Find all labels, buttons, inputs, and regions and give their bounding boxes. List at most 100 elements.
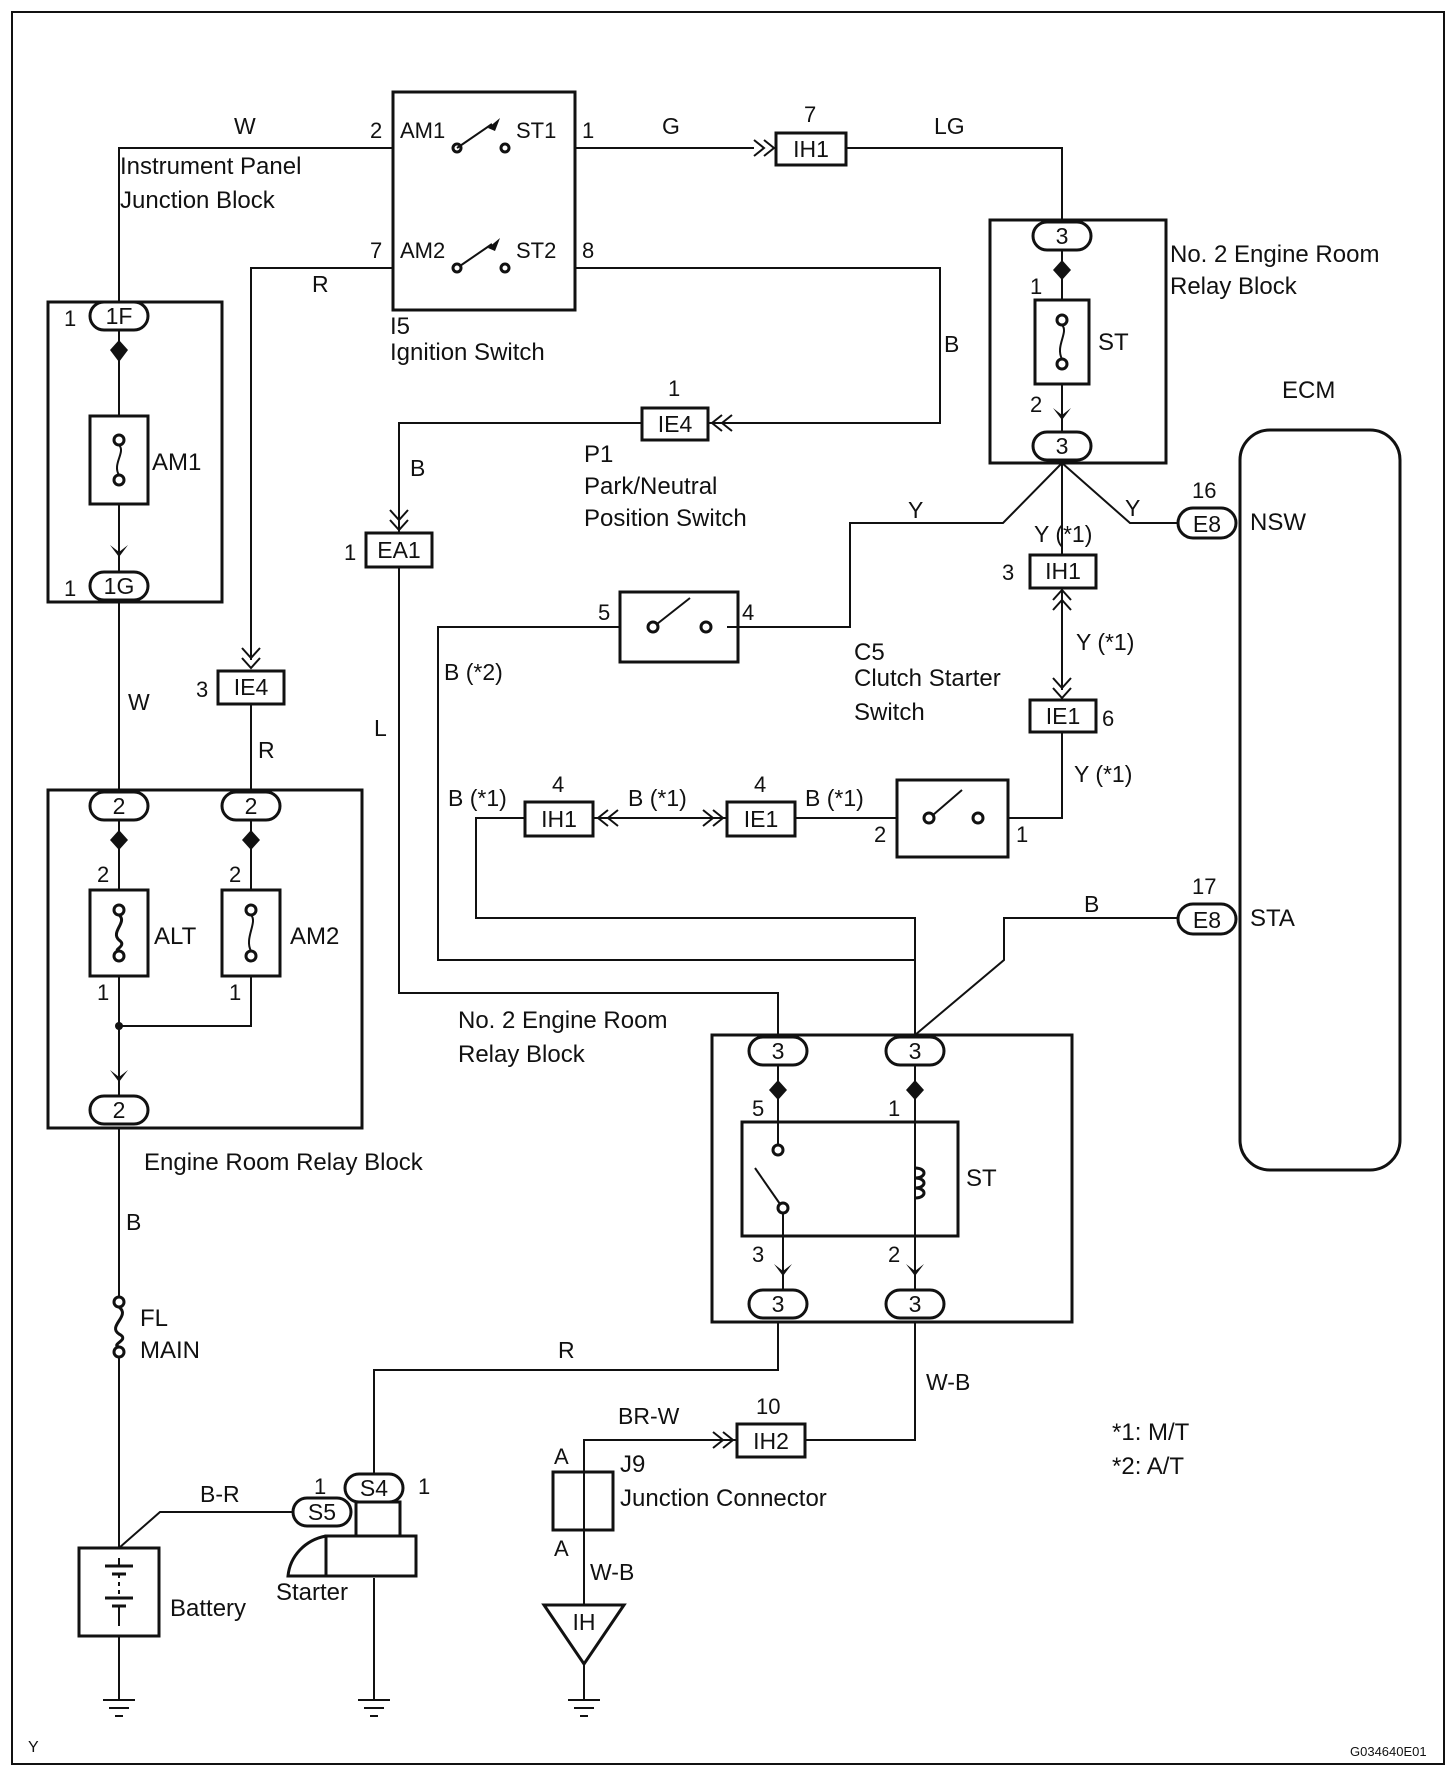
ignition-am1: AM1 [400, 118, 445, 143]
wire-y-right: Y [1125, 495, 1140, 521]
conn-ie4-top-pin: 1 [668, 376, 680, 401]
errb-fuse1: ALT [154, 923, 197, 950]
errb-conn-bot: 2 [113, 1097, 126, 1123]
ipjb-line2: Junction Block [120, 187, 276, 214]
conn-ih1-right-pin: 3 [1002, 560, 1014, 585]
conn-ih2-pin: 10 [756, 1394, 780, 1419]
clutch-line1: Clutch Starter [854, 665, 1001, 692]
relay-top-pin-bot: 2 [1030, 392, 1042, 417]
ipjb-conn-top: 1F [106, 303, 133, 329]
instrument-panel-junction-block [46, 300, 224, 604]
junction-name: Junction Connector [620, 1485, 827, 1512]
relay-bot-pin2: 2 [888, 1242, 900, 1267]
inline-connectors [216, 131, 1098, 1459]
conn-ie4-top: IE4 [658, 411, 693, 437]
junction-pin-a-top: A [554, 1444, 569, 1469]
relay-top-line2: Relay Block [1170, 273, 1298, 300]
footnote-2: *2: A/T [1112, 1453, 1184, 1480]
relay-bot-conn-tr: 3 [909, 1038, 922, 1064]
wire-b-ea1: B [410, 455, 425, 481]
clutch-code: C5 [854, 639, 885, 666]
ecm-sta-label: STA [1250, 905, 1295, 932]
battery [77, 1546, 161, 1638]
ignition-pin-am1: 2 [370, 118, 382, 143]
ground-ih [541, 1603, 627, 1667]
ignition-st2: ST2 [516, 238, 556, 263]
wire-b1-a: B (*1) [448, 785, 507, 811]
ecm-sta-conn: E8 [1193, 907, 1221, 933]
wire-br: B-R [200, 1481, 240, 1507]
pnp-pin5: 5 [598, 600, 610, 625]
conn-ie4-left-pin: 3 [196, 677, 208, 702]
conn-ih2: IH2 [753, 1428, 789, 1454]
wire-r-starter: R [558, 1337, 575, 1363]
wire-b1-c: B (*1) [805, 785, 864, 811]
relay-bot-pin3: 3 [752, 1242, 764, 1267]
pnp-code: P1 [584, 441, 613, 468]
battery-name: Battery [170, 1595, 246, 1622]
wire-y1-a: Y (*1) [1034, 521, 1092, 547]
ignition-pin-st1: 1 [582, 118, 594, 143]
wire-lg: LG [934, 113, 965, 139]
conn-ea1-pin: 1 [344, 540, 356, 565]
junction-code: J9 [620, 1451, 645, 1478]
errb-fuse2: AM2 [290, 923, 339, 950]
ignition-st1: ST1 [516, 118, 556, 143]
wire-b-st2: B [944, 331, 959, 357]
diagram-frame [11, 11, 1445, 1765]
ipjb-fuse-label: AM1 [152, 449, 201, 476]
relay-bot-pin1: 1 [888, 1096, 900, 1121]
relay-bot-pin5: 5 [752, 1096, 764, 1121]
starter-s4: S4 [360, 1475, 388, 1501]
wire-wb: W-B [926, 1369, 970, 1395]
ignition-code: I5 [390, 313, 410, 340]
ipjb-pin-top: 1 [64, 306, 76, 331]
conn-ih1-mid-pin: 4 [552, 772, 564, 797]
corner-left-mark: Y [28, 1739, 39, 1756]
errb-pin1-top: 2 [97, 862, 109, 887]
clutch-pin2: 2 [874, 822, 886, 847]
engine-room-relay-block [46, 788, 364, 1130]
pnp-pin4: 4 [742, 600, 754, 625]
no2-relay-block-bottom [710, 1033, 1074, 1324]
errb-name: Engine Room Relay Block [144, 1149, 424, 1176]
wire-b2: B (*2) [444, 659, 503, 685]
wire-y1-c: Y (*1) [1074, 761, 1132, 787]
wire-y-left: Y [908, 497, 923, 523]
errb-pin2-top: 2 [229, 862, 241, 887]
ecm-nsw-label: NSW [1250, 509, 1306, 536]
relay-top-pin-top: 1 [1030, 274, 1042, 299]
pnp-line1: Park/Neutral [584, 473, 717, 500]
errb-pin2-bot: 1 [229, 980, 241, 1005]
clutch-pin1: 1 [1016, 822, 1028, 847]
ecm-box [1176, 428, 1402, 1172]
no2-relay-block-top [988, 218, 1168, 465]
corner-right-code: G034640E01 [1350, 1744, 1427, 1759]
relay-top-conn-bot: 3 [1056, 433, 1069, 459]
fl-main-fuse [112, 1295, 126, 1359]
ground-ih-label: IH [573, 1609, 596, 1635]
ignition-name: Ignition Switch [390, 339, 545, 366]
conn-ih1-top-pin: 7 [804, 102, 816, 127]
conn-ie1-right: IE1 [1046, 703, 1081, 729]
ignition-am2: AM2 [400, 238, 445, 263]
wire-y1-b: Y (*1) [1076, 629, 1134, 655]
wire-b-sta: B [1084, 891, 1099, 917]
ecm-title: ECM [1282, 377, 1335, 404]
wire-wb-ground: W-B [590, 1559, 634, 1585]
pnp-line2: Position Switch [584, 505, 747, 532]
starter-name: Starter [276, 1579, 348, 1606]
conn-ih1-top: IH1 [793, 136, 829, 162]
wire-b-main: B [126, 1209, 141, 1235]
relay-bot-conn-bl: 3 [772, 1291, 785, 1317]
clutch-line2: Switch [854, 699, 925, 726]
ecm-nsw-conn: E8 [1193, 511, 1221, 537]
relay-bot-line2: Relay Block [458, 1041, 586, 1068]
park-neutral-switch [618, 590, 740, 664]
conn-ie1-mid: IE1 [744, 806, 779, 832]
ground-symbols [103, 1699, 600, 1717]
clutch-starter-switch [895, 778, 1010, 859]
wire-b1-b: B (*1) [628, 785, 687, 811]
relay-top-line1: No. 2 Engine Room [1170, 241, 1379, 268]
